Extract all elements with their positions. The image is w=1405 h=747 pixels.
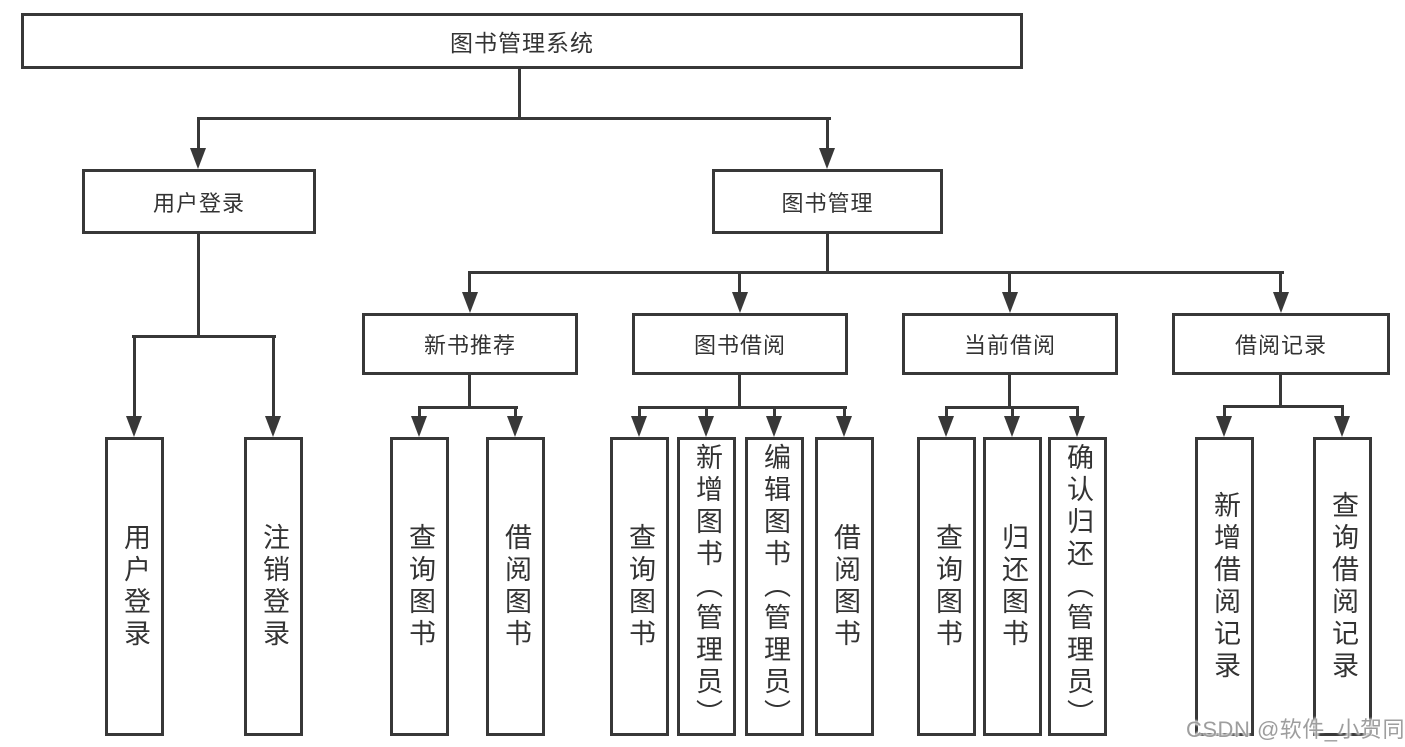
connector-line-v	[468, 375, 471, 409]
arrow-down-icon	[411, 416, 427, 437]
node-root-system: 图书管理系统	[21, 13, 1023, 69]
node-label: 图书借阅	[693, 333, 786, 358]
arrow-down-icon	[265, 416, 281, 437]
node-book-borrow: 图书借阅	[632, 313, 848, 375]
arrow-down-icon	[462, 292, 478, 313]
leaf-borrow-books-2: 借阅图书	[815, 437, 874, 736]
connector-line-v	[843, 406, 846, 418]
connector-line-v	[197, 117, 200, 150]
node-label: 新书推荐	[423, 333, 516, 358]
leaf-logout: 注销登录	[244, 437, 303, 736]
arrow-down-icon	[1334, 416, 1350, 437]
node-label: 查询图书	[405, 522, 435, 651]
node-label: 查询借阅记录	[1328, 490, 1358, 683]
node-label: 查询图书	[932, 522, 962, 651]
connector-line-h	[638, 406, 847, 409]
connector-line-v	[826, 117, 829, 150]
arrow-down-icon	[766, 416, 782, 437]
connector-line-v	[738, 375, 741, 409]
node-user-login-module: 用户登录	[82, 169, 316, 234]
leaf-add-book-admin: 新增图书（管理员）	[677, 437, 736, 736]
connector-line-v	[197, 233, 200, 338]
arrow-down-icon	[1069, 416, 1085, 437]
arrow-down-icon	[507, 416, 523, 437]
arrow-down-icon	[1002, 292, 1018, 313]
connector-line-h	[132, 335, 276, 338]
connector-line-v	[705, 406, 708, 418]
leaf-query-books-2: 查询图书	[610, 437, 669, 736]
leaf-query-borrow-record: 查询借阅记录	[1313, 437, 1372, 736]
leaf-user-login: 用户登录	[105, 437, 164, 736]
arrow-down-icon	[698, 416, 714, 437]
connector-line-v	[773, 406, 776, 418]
node-book-management-module: 图书管理	[712, 169, 943, 234]
node-label: 借阅图书	[830, 522, 860, 651]
node-label: 借阅记录	[1234, 333, 1327, 358]
connector-line-v	[1279, 375, 1282, 408]
node-label: 图书管理	[781, 190, 874, 216]
connector-line-v	[133, 335, 136, 418]
node-label: 注销登录	[259, 522, 289, 651]
arrow-down-icon	[126, 416, 142, 437]
connector-line-h	[468, 271, 1284, 274]
connector-line-v	[1223, 405, 1226, 418]
connector-line-v	[1076, 406, 1079, 418]
node-label: 归还图书	[998, 522, 1028, 651]
node-label: 查询图书	[625, 522, 655, 651]
connector-line-v	[738, 271, 741, 293]
node-label: 当前借阅	[963, 333, 1056, 358]
node-label: 用户登录	[120, 522, 150, 651]
node-new-book-recommend: 新书推荐	[362, 313, 578, 375]
arrow-down-icon	[938, 416, 954, 437]
connector-line-v	[418, 406, 421, 418]
connector-line-v	[272, 335, 275, 418]
csdn-watermark: CSDN @软件_小贺同学	[1186, 717, 1405, 742]
connector-line-v	[826, 234, 829, 274]
node-label: 新增图书（管理员）	[692, 442, 722, 731]
arrow-down-icon	[819, 148, 835, 169]
leaf-confirm-return-admin: 确认归还（管理员）	[1048, 437, 1107, 736]
arrow-down-icon	[732, 292, 748, 313]
leaf-query-books-3: 查询图书	[917, 437, 976, 736]
connector-line-v	[518, 68, 521, 119]
connector-line-h	[197, 117, 831, 120]
arrow-down-icon	[1216, 416, 1232, 437]
connector-line-h	[1223, 405, 1344, 408]
node-label: 用户登录	[152, 190, 245, 216]
arrow-down-icon	[1004, 416, 1020, 437]
leaf-borrow-books-1: 借阅图书	[486, 437, 545, 736]
connector-line-v	[1008, 375, 1011, 409]
arrow-down-icon	[836, 416, 852, 437]
node-label: 借阅图书	[501, 522, 531, 651]
connector-line-v	[945, 406, 948, 418]
arrow-down-icon	[190, 148, 206, 169]
node-borrow-records: 借阅记录	[1172, 313, 1390, 375]
connector-line-v	[1341, 405, 1344, 418]
node-label: 图书管理系统	[450, 30, 594, 56]
connector-line-v	[468, 271, 471, 293]
connector-line-h	[418, 406, 518, 409]
leaf-query-books-1: 查询图书	[390, 437, 449, 736]
connector-line-v	[514, 406, 517, 418]
connector-line-v	[638, 406, 641, 418]
arrow-down-icon	[1273, 292, 1289, 313]
connector-line-v	[1008, 271, 1011, 293]
node-label: 新增借阅记录	[1210, 490, 1240, 683]
node-label: 编辑图书（管理员）	[760, 442, 790, 731]
arrow-down-icon	[631, 416, 647, 437]
node-label: 确认归还（管理员）	[1063, 442, 1093, 731]
leaf-add-borrow-record: 新增借阅记录	[1195, 437, 1254, 736]
leaf-return-books: 归还图书	[983, 437, 1042, 736]
leaf-edit-book-admin: 编辑图书（管理员）	[745, 437, 804, 736]
connector-line-v	[1279, 271, 1282, 293]
connector-line-v	[1011, 406, 1014, 418]
node-current-borrow: 当前借阅	[902, 313, 1118, 375]
